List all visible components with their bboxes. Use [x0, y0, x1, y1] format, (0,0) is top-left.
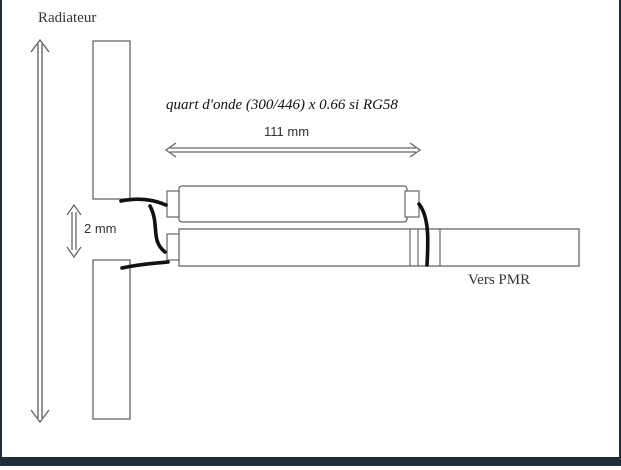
length-label: 111 mm: [264, 124, 309, 139]
feed-coax: [166, 228, 580, 267]
to-pmr-label: Vers PMR: [468, 272, 530, 288]
frame-left: [0, 0, 2, 466]
radiator-length-arrow: [30, 38, 50, 424]
frame-right: [619, 0, 621, 466]
connection-wires: [119, 197, 430, 270]
radiator-label: Radiateur: [38, 10, 96, 26]
quarter-wave-stub: [166, 185, 420, 223]
radiator-lower-element: [92, 259, 131, 420]
radiator-upper-element: [92, 40, 131, 200]
quarter-wave-label: quart d'onde (300/446) x 0.66 si RG58: [166, 97, 398, 113]
gap-label: 2 mm: [84, 221, 117, 236]
frame-bottom: [0, 457, 621, 466]
length-arrow: [164, 142, 422, 158]
gap-arrow: [66, 203, 82, 259]
